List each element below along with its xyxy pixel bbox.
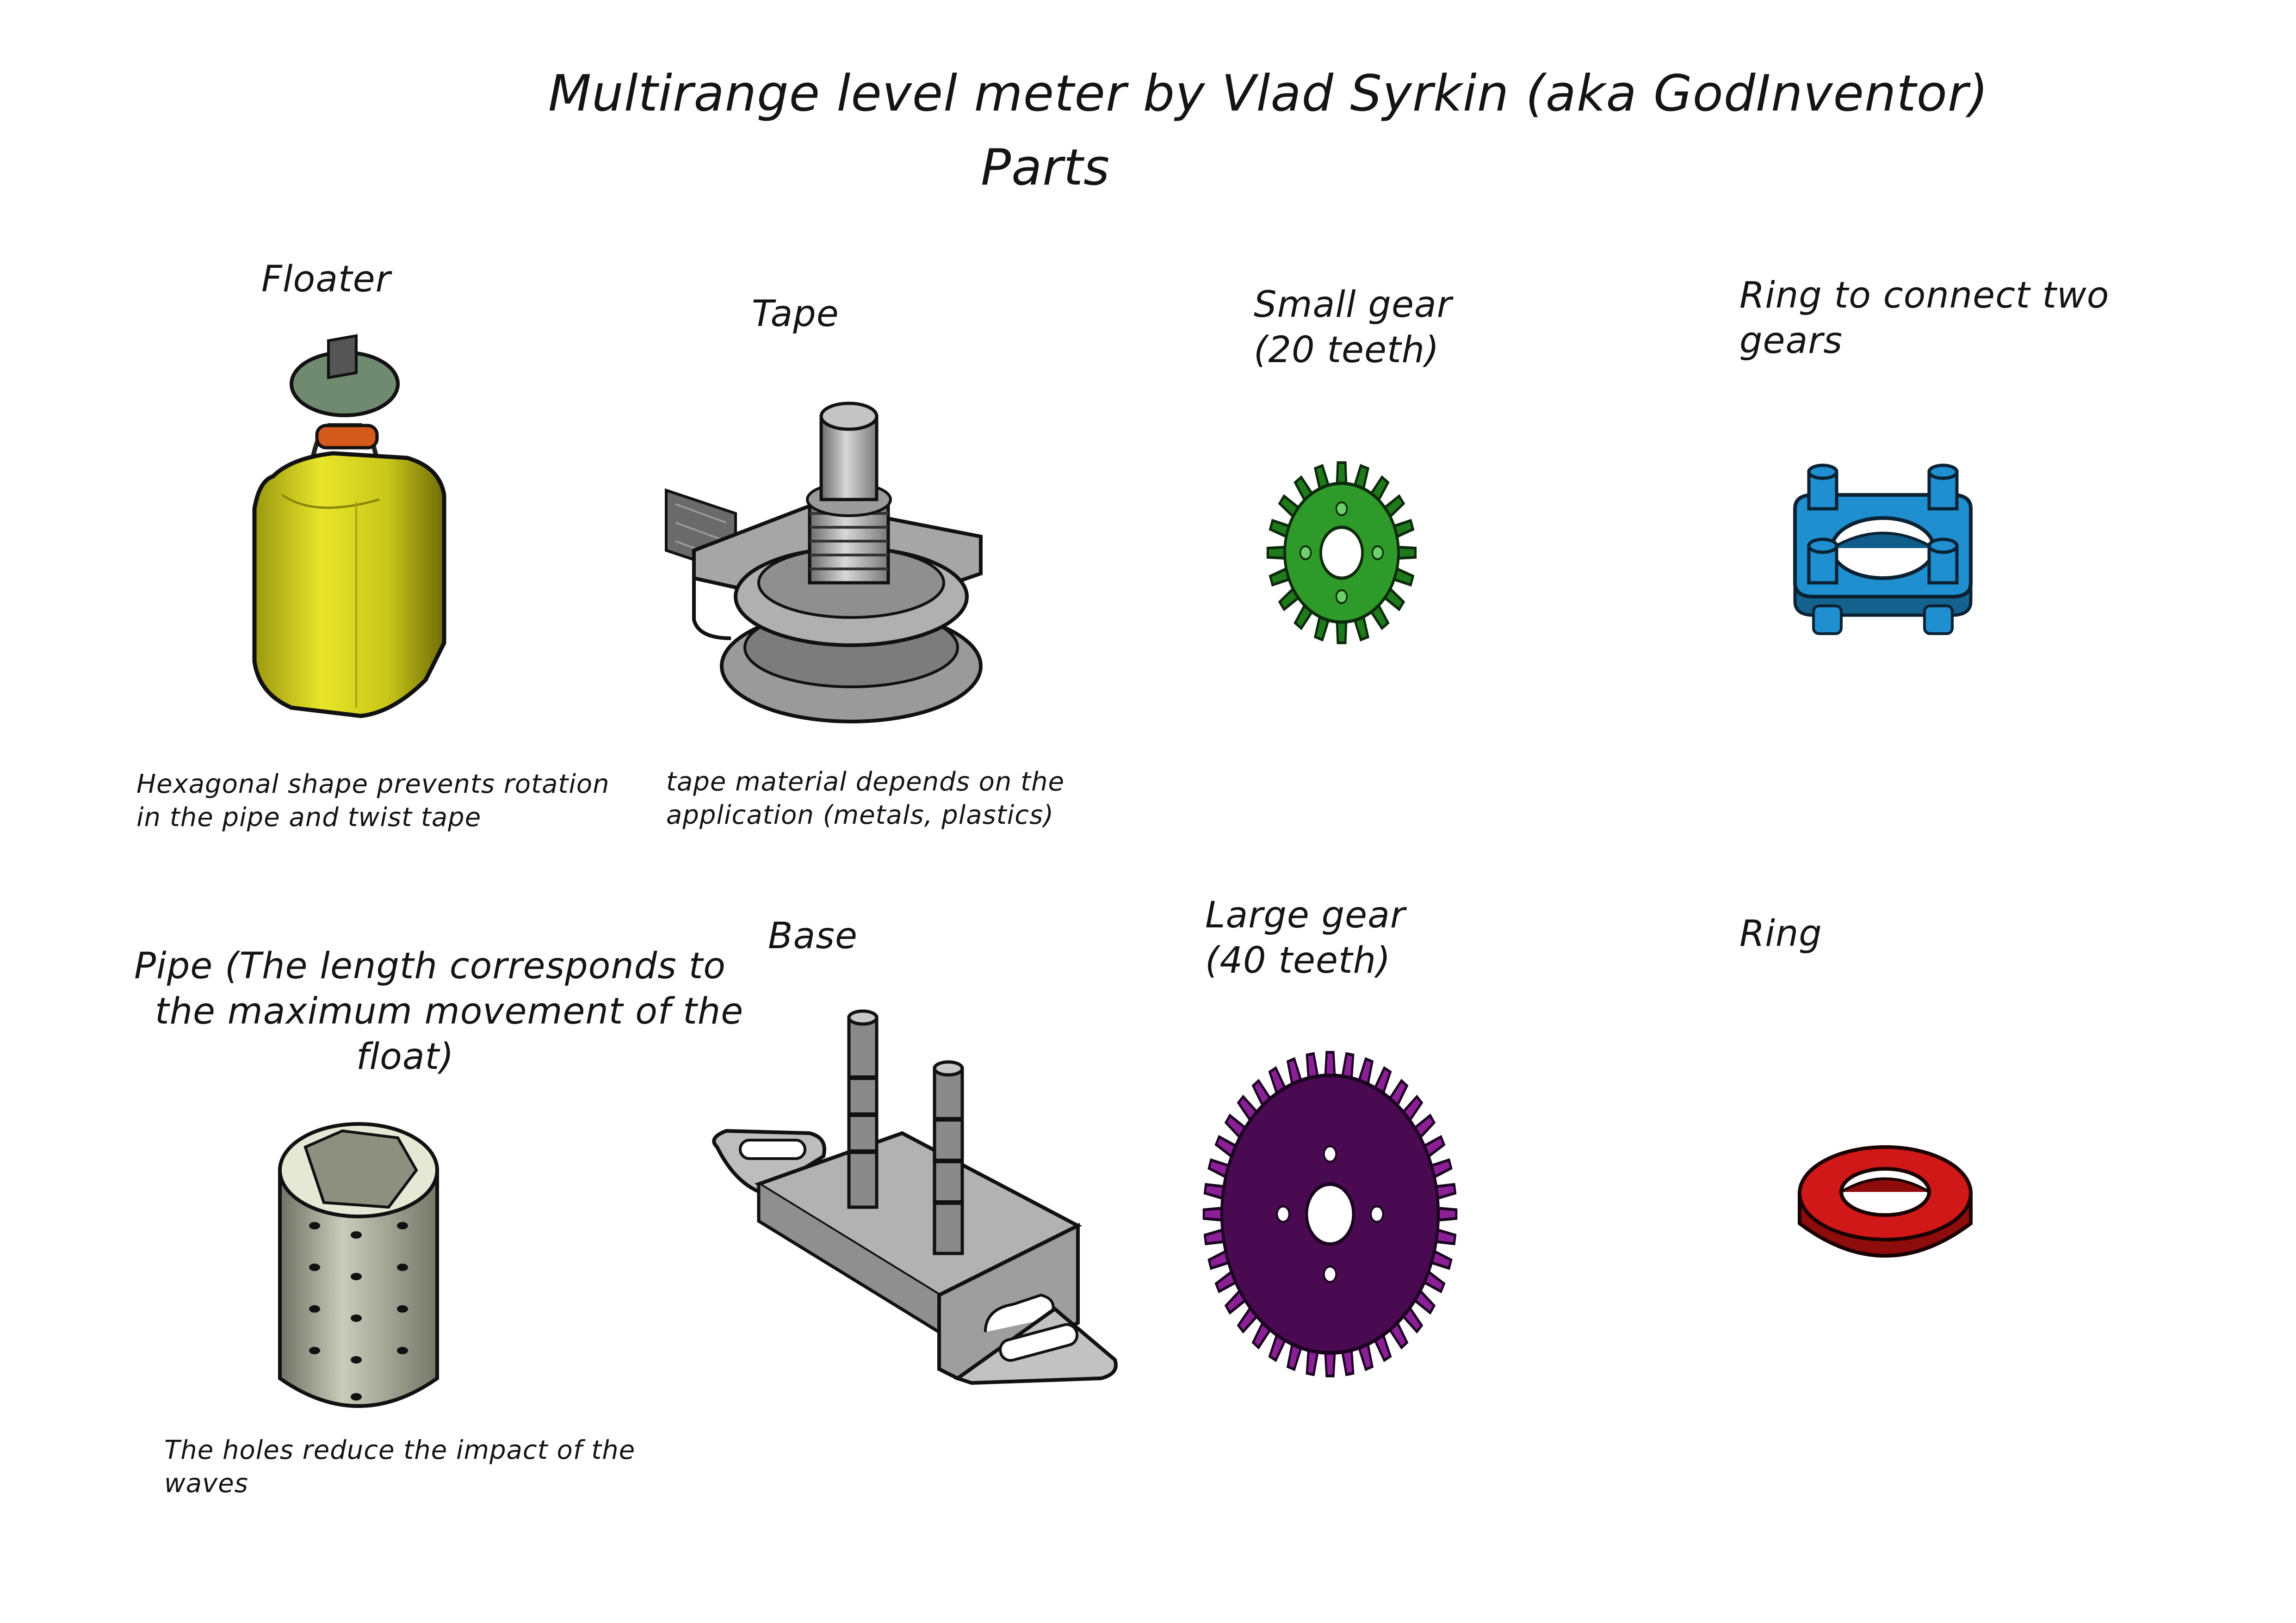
pipe-note-line1: The holes reduce the impact of the — [164, 1435, 636, 1465]
floater-note-line1: Hexagonal shape prevents rotation — [136, 769, 610, 799]
ring-connector-illustration — [1793, 463, 1973, 635]
base-illustration — [712, 1009, 1118, 1385]
large-gear-label-line1: Large gear — [1205, 895, 1405, 936]
floater-illustration — [252, 334, 446, 718]
large-gear-label-line2: (40 teeth) — [1205, 940, 1391, 981]
ring-connector-label-line1: Ring to connect two — [1739, 275, 2110, 316]
small-gear-label-line1: Small gear — [1254, 284, 1452, 326]
page-title: Multirange level meter by Vlad Syrkin (a… — [548, 65, 1989, 123]
pipe-note-line2: waves — [164, 1469, 248, 1499]
tape-illustration — [665, 401, 983, 723]
base-label: Base — [768, 915, 858, 957]
large-gear-illustration — [1202, 1051, 1458, 1377]
ring-label: Ring — [1739, 913, 1822, 955]
pipe-label-line2: the maximum movement of the — [155, 991, 744, 1032]
small-gear-label-line2: (20 teeth) — [1254, 329, 1440, 371]
pipe-illustration — [278, 1122, 439, 1408]
pipe-label-line1: Pipe (The length corresponds to — [134, 945, 726, 987]
tape-label: Tape — [752, 293, 839, 335]
floater-label: Floater — [261, 259, 391, 300]
page-subtitle: Parts — [981, 139, 1110, 197]
ring-connector-label-line2: gears — [1739, 320, 1843, 362]
tape-note-line1: tape material depends on the — [666, 767, 1065, 797]
small-gear-illustration — [1266, 461, 1417, 644]
ring-illustration — [1798, 1145, 1973, 1258]
floater-note-line2: in the pipe and twist tape — [136, 802, 482, 833]
pipe-label-line3: float) — [356, 1036, 454, 1078]
tape-note-line2: application (metals, plastics) — [666, 800, 1054, 830]
